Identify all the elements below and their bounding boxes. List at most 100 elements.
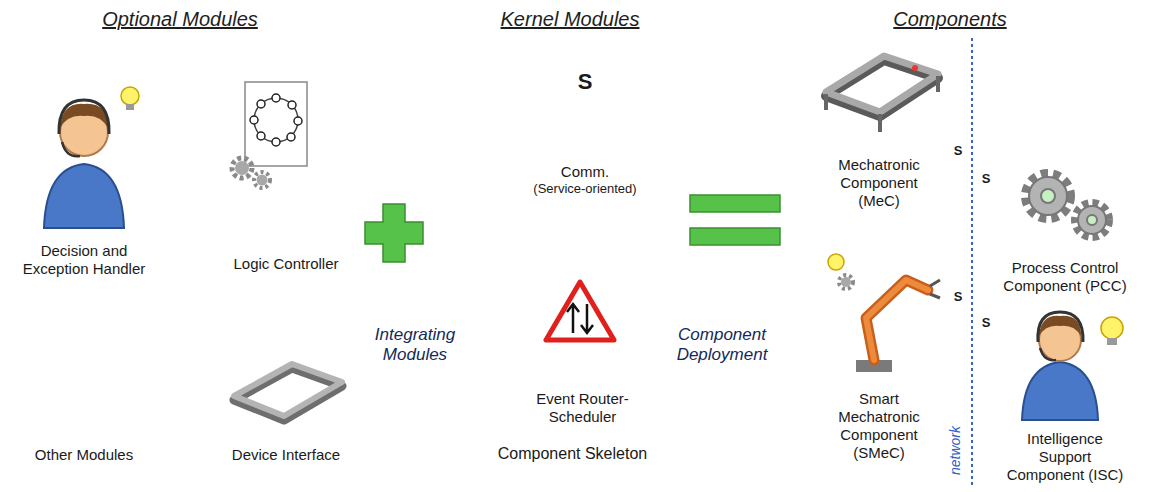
node-text: Component Deployment <box>668 325 776 366</box>
component-edge <box>943 232 947 380</box>
text-stack: S <box>972 172 1000 185</box>
equals-bar <box>690 228 780 245</box>
text-stack: S <box>972 316 1000 329</box>
headset-mic <box>1040 348 1056 360</box>
node-text: Other Modules <box>12 446 156 464</box>
component-box: Intelligence Support Component (ISC) <box>985 300 1145 488</box>
node-text: Logic Controller <box>222 255 350 273</box>
node-text: Component Skeleton <box>425 444 720 463</box>
state-dot <box>294 117 302 125</box>
gear-hole <box>1041 189 1055 203</box>
text-region: Process Control Component (PCC) <box>995 256 1135 298</box>
state-dot <box>257 100 265 108</box>
node-text: S <box>944 144 972 157</box>
text-region: S <box>972 308 1000 336</box>
text-region: Other Modules <box>12 440 156 470</box>
sensor-dot <box>912 65 918 71</box>
module-piece: Decision and Exception Handler <box>6 36 191 318</box>
service-circle: S <box>944 136 972 164</box>
text-region: Device Interface <box>222 440 350 470</box>
light-bulb <box>121 87 139 105</box>
node-text: S <box>972 316 1000 329</box>
node-text: S <box>944 290 972 303</box>
state-dot <box>272 94 280 102</box>
network-line <box>971 38 973 488</box>
service-circle: S <box>561 58 609 106</box>
gear-teeth <box>232 158 252 178</box>
piece-outline <box>472 85 667 255</box>
text-stack: Event Router-Scheduler <box>510 390 655 426</box>
state-dot <box>272 138 280 146</box>
node-text: Process Control Component (PCC) <box>995 259 1135 295</box>
section-heading: Components <box>830 4 1070 34</box>
gear <box>1029 177 1067 215</box>
module-piece: Logic Controller <box>158 36 358 318</box>
component-fill <box>812 36 944 148</box>
section-heading: Kernel Modules <box>440 4 700 34</box>
light-bulb <box>1101 317 1123 339</box>
robot-gripper <box>930 280 940 298</box>
module-piece-outline <box>158 36 358 318</box>
text-stack: Comm.(Service-oriented) <box>530 163 640 197</box>
node-text: Comm. <box>530 163 640 181</box>
gear-hole <box>1087 215 1097 225</box>
warning-triangle <box>546 282 614 340</box>
node-text: Mechatronic Component (MeC) <box>824 156 934 210</box>
person-icon <box>44 87 139 228</box>
service-circle: S <box>944 282 972 310</box>
piece-shadow <box>194 298 359 479</box>
headset <box>59 100 109 134</box>
text-stack: Logic Controller <box>222 255 350 273</box>
node-text: S <box>561 71 609 93</box>
skeleton-box: Component Skeleton Comm.(Service-oriented… <box>425 88 720 473</box>
robot-arm-icon <box>828 254 940 372</box>
text-region: Mechatronic Component (MeC) <box>824 152 934 214</box>
state-dot <box>250 116 258 124</box>
component-edge <box>1141 150 1145 252</box>
text-stack: Mechatronic Component (MeC) <box>824 156 934 210</box>
node-text: (Service-oriented) <box>530 181 640 197</box>
state-ring <box>254 98 298 142</box>
down-arrow <box>581 304 593 333</box>
piece-outline <box>190 294 355 475</box>
text-stack: Process Control Component (PCC) <box>995 259 1135 295</box>
text-stack: Integrating Modules <box>362 325 468 366</box>
gears-icon <box>1026 174 1109 237</box>
text-stack: Device Interface <box>222 446 350 464</box>
frame-rail <box>234 364 342 416</box>
component-fill <box>985 150 1142 252</box>
text-region: S <box>972 164 1000 192</box>
state-dot <box>287 133 295 141</box>
component-box: Process Control Component (PCC) <box>985 150 1145 300</box>
text-region: Comm.(Service-oriented) <box>530 138 640 222</box>
up-arrow <box>567 304 579 333</box>
piece-outline <box>502 228 692 433</box>
piece-shadow <box>506 232 696 437</box>
block-arrow: Integrating Modules <box>358 303 505 387</box>
warning-icon <box>546 282 614 340</box>
text-region: Smart Mechatronic Component (SMeC) <box>829 384 929 468</box>
component-box: Smart Mechatronic Component (SMeC) <box>812 232 947 482</box>
light-bulb <box>828 254 844 270</box>
comm-piece: Comm.(Service-oriented)S <box>470 82 670 287</box>
text-stack: Decision and Exception Handler <box>12 242 156 278</box>
service-circle: S <box>972 308 1000 336</box>
robot-link <box>866 280 928 360</box>
text-stack: S <box>561 71 609 93</box>
text-region: S <box>561 58 609 106</box>
plus-sign <box>365 204 423 262</box>
person-body <box>44 164 124 228</box>
network-label: network <box>947 421 964 481</box>
text-region: S <box>944 282 972 310</box>
node-text: Intelligence Support Component (ISC) <box>1005 430 1125 484</box>
gear-teeth <box>839 275 853 289</box>
logic-icon <box>232 82 307 188</box>
conveyor-frame-icon <box>826 56 938 132</box>
arrow-shape <box>358 305 503 385</box>
component-edge <box>943 36 947 148</box>
piece-shadow <box>194 42 359 319</box>
text-stack: Smart Mechatronic Component (SMeC) <box>829 390 929 462</box>
text-region: Decision and Exception Handler <box>12 236 156 284</box>
paper-sheet <box>245 82 307 166</box>
text-region: Integrating Modules <box>362 313 468 377</box>
